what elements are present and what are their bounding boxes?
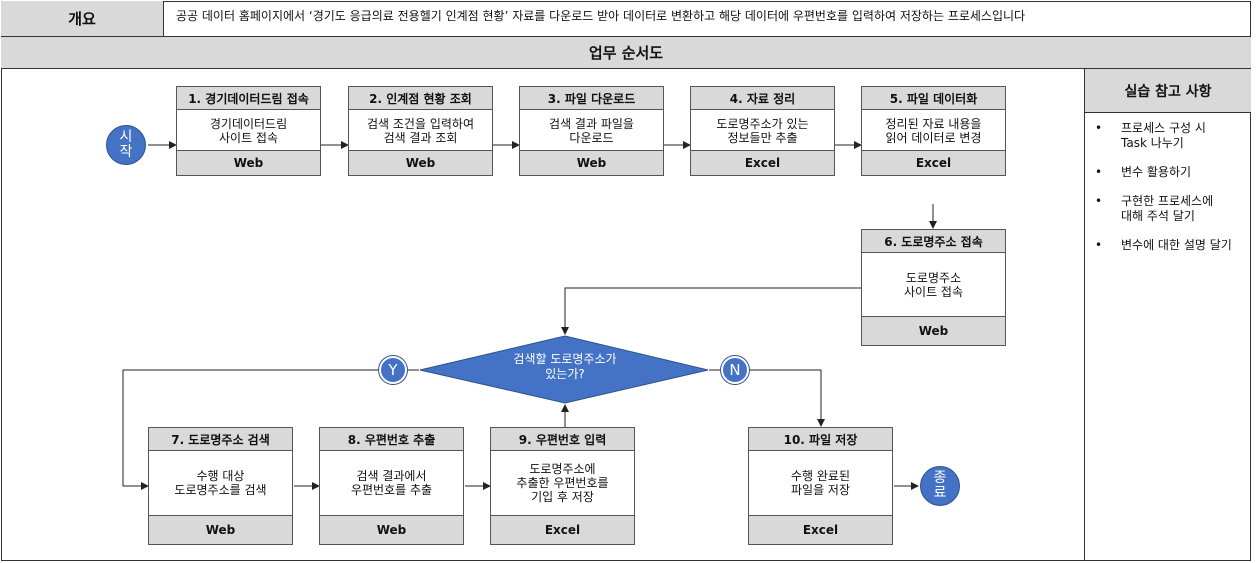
step-desc-line: 도로명주소가 있는: [716, 117, 809, 131]
step-desc-line: 읽어 데이터로 변경: [885, 131, 982, 145]
note-line: 대해 주석 달기: [1121, 209, 1195, 223]
step-title: 5. 파일 데이터화: [862, 87, 1005, 110]
step-tool: Web: [149, 515, 292, 544]
step-desc-line: 검색 결과 조회: [383, 131, 458, 145]
step-desc-line: 경기데이터드림: [209, 117, 288, 131]
yes-badge: Y: [379, 356, 407, 384]
step-desc-line: 다운로드: [569, 131, 614, 145]
step-desc-line: 정보들만 추출: [727, 131, 798, 145]
bullet-icon: •: [1095, 165, 1103, 179]
step-tool: Excel: [749, 515, 892, 544]
step-desc-line: 파일을 저장: [790, 483, 850, 497]
note-line: Task 나누기: [1121, 136, 1184, 150]
step-tool: Excel: [691, 150, 834, 175]
step-tool: Web: [862, 316, 1005, 345]
start-label: 작: [119, 144, 133, 160]
step-desc-line: 수행 대상: [196, 469, 245, 483]
step-title: 9. 우편번호 입력: [491, 428, 634, 451]
step-tool: Web: [349, 150, 492, 175]
step-tool: Web: [177, 150, 320, 175]
decision-text: 검색할 도로명주소가 있는가?: [476, 352, 654, 382]
note-line: 변수에 대한 설명 달기: [1121, 238, 1232, 252]
list-item: • 변수 활용하기: [1085, 165, 1251, 180]
end-label: 료: [933, 485, 947, 501]
step-title: 7. 도로명주소 검색: [149, 428, 292, 451]
overview-text: 공공 데이터 홈페이지에서 ‘경기도 응급의료 전용헬기 인계점 현황’ 자료를…: [164, 1, 1251, 37]
step-desc-line: 도로명주소에: [529, 462, 596, 476]
bullet-icon: •: [1095, 238, 1103, 252]
step-tool: Excel: [862, 150, 1005, 175]
step-desc-line: 도로명주소: [905, 271, 962, 285]
arrow-6-to-decision: [561, 287, 861, 335]
no-badge: N: [721, 356, 749, 384]
overview-label: 개요: [1, 1, 164, 37]
bullet-icon: •: [1095, 194, 1103, 208]
step-tool: Excel: [491, 515, 634, 544]
step-title: 3. 파일 다운로드: [520, 87, 663, 110]
step-title: 8. 우편번호 추출: [320, 428, 463, 451]
note-line: 구현한 프로세스에: [1121, 194, 1214, 208]
step-title: 10. 파일 저장: [749, 428, 892, 451]
list-item: • 변수에 대한 설명 달기: [1085, 238, 1251, 253]
decision-line: 검색할 도로명주소가: [513, 352, 617, 366]
flowchart-title: 업무 순서도: [1, 37, 1251, 69]
arrow-yes-to-7: [122, 369, 419, 490]
step-desc-line: 정리된 자료 내용을: [885, 117, 982, 131]
start-label: 시: [119, 129, 133, 145]
step-desc-line: 사이트 접속: [903, 285, 963, 299]
step-desc-line: 수행 완료된: [790, 469, 850, 483]
decision-diamond: [419, 335, 709, 404]
step-desc-line: 추출한 우편번호를: [516, 476, 609, 490]
note-line: 프로세스 구성 시: [1121, 121, 1206, 135]
step-desc-line: 사이트 접속: [218, 131, 278, 145]
step-desc-line: 검색 조건을 입력하여: [367, 117, 474, 131]
step-desc-line: 검색 결과 파일을: [549, 117, 634, 131]
step-tool: Web: [320, 515, 463, 544]
step-title: 6. 도로명주소 접속: [862, 230, 1005, 253]
step-desc-line: 기입 후 저장: [531, 490, 594, 504]
step-desc-line: 검색 결과에서: [356, 469, 427, 483]
practice-notes-title: 실습 참고 사항: [1085, 69, 1251, 113]
note-line: 변수 활용하기: [1121, 165, 1192, 179]
step-title: 1. 경기데이터드림 접속: [177, 87, 320, 110]
step-title: 2. 인계점 현황 조회: [349, 87, 492, 110]
end-label: 종: [933, 470, 947, 486]
step-desc-line: 우편번호를 추출: [350, 483, 433, 497]
bullet-icon: •: [1095, 121, 1103, 135]
step-tool: Web: [520, 150, 663, 175]
step-desc-line: 도로명주소를 검색: [174, 483, 267, 497]
step-title: 4. 자료 정리: [691, 87, 834, 110]
decision-line: 있는가?: [545, 367, 585, 381]
